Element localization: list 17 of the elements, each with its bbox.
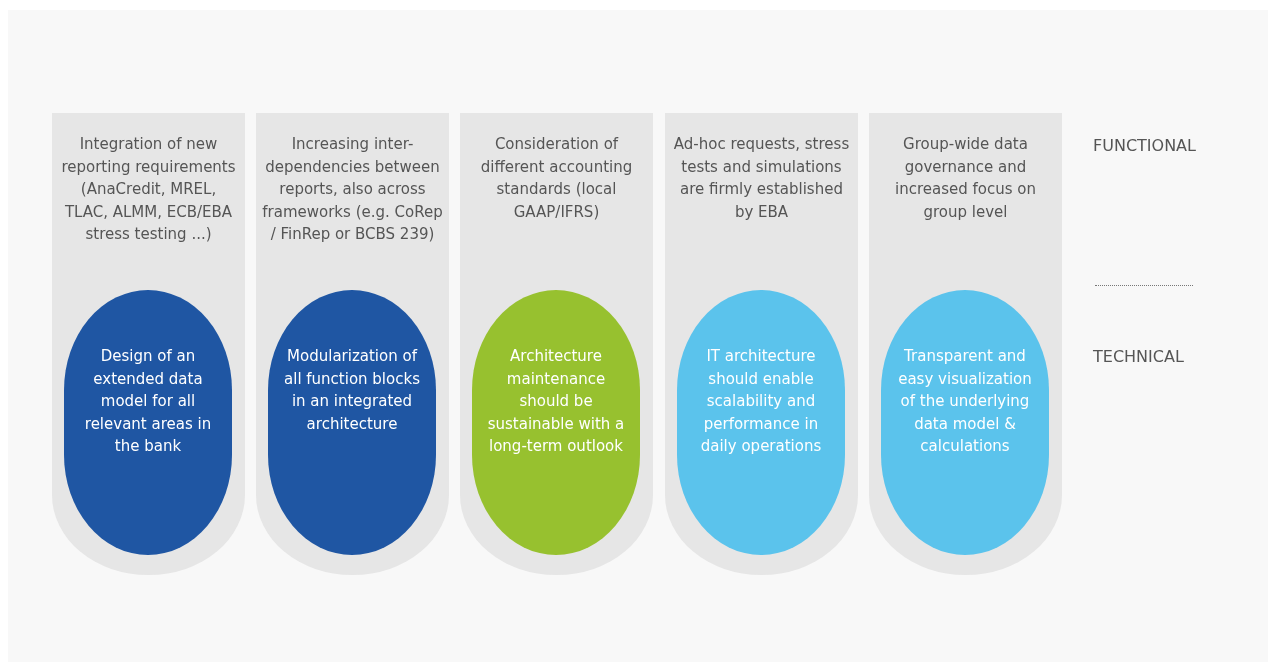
- column-panel: [869, 113, 1062, 575]
- functional-requirement-text: Group-wide data governance and increased focus on group level: [894, 134, 1037, 223]
- technical-requirement-text: IT architecture should enable scalability and performance in daily operations: [699, 346, 823, 457]
- row-heading: TECHNICAL: [1093, 347, 1184, 366]
- column-panel: [460, 113, 653, 575]
- row-heading: FUNCTIONAL: [1093, 136, 1196, 155]
- functional-requirement-text: Ad-hoc requests, stress tests and simulations are firmly established by EBA: [672, 134, 851, 223]
- column-panel: [665, 113, 858, 575]
- column-panel: [256, 113, 449, 575]
- technical-requirement-text: Modularization of all function blocks in an integrated architecture: [283, 346, 421, 435]
- functional-requirement-text: Integration of new reporting requirements (AnaCredit, MREL, TLAC, ALMM, ECB/EBA stress testing ...): [60, 134, 237, 245]
- technical-requirement-text: Transparent and easy visualization of the underlying data model & calculations: [897, 346, 1033, 457]
- technical-requirement-text: Architecture maintenance should be sustainable with a long-term outlook: [486, 346, 626, 457]
- functional-requirement-text: Increasing inter-dependencies between reports, also across frameworks (e.g. CoRep / FinRep or BCBS 239): [262, 134, 443, 245]
- technical-requirement-text: Design of an extended data model for all relevant areas in the bank: [83, 346, 213, 457]
- functional-requirement-text: Consideration of different accounting standards (local GAAP/IFRS): [479, 134, 634, 223]
- column-panel: [52, 113, 245, 575]
